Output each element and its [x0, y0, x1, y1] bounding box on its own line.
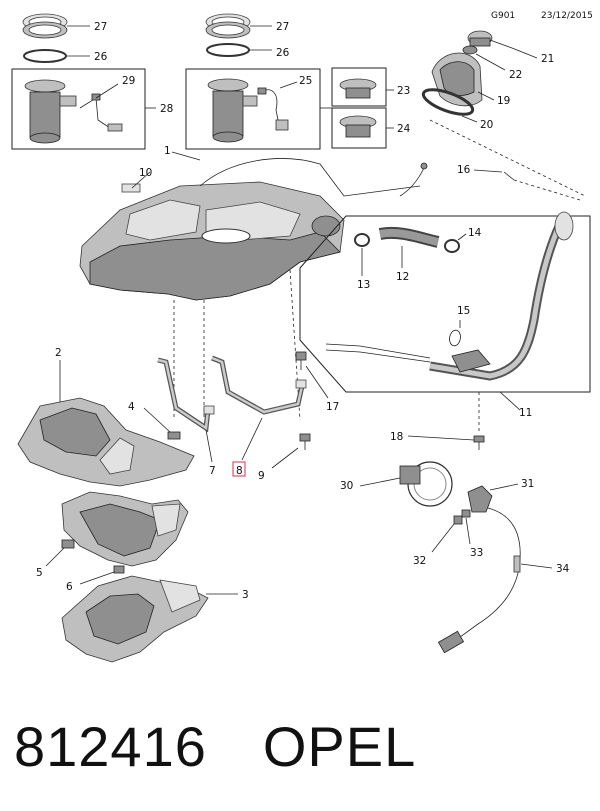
hose-clamp-13[interactable]	[354, 233, 370, 247]
callout-30: 30	[340, 480, 353, 492]
tank-strap-7[interactable]	[157, 357, 215, 433]
callout-32: 32	[413, 555, 426, 567]
vent-pipe[interactable]	[399, 162, 428, 197]
callout-16: 16	[457, 164, 471, 176]
callout-24: 24	[397, 123, 411, 135]
callout-4: 4	[128, 401, 135, 413]
filler-cap[interactable]	[467, 30, 513, 49]
part-number: 812416	[14, 714, 207, 778]
callout-11: 11	[519, 407, 532, 419]
callout-28: 28	[160, 103, 173, 115]
callout-31: 31	[521, 478, 534, 490]
nut-6[interactable]	[113, 565, 125, 574]
brand-name: OPEL	[262, 714, 417, 778]
filler-housing[interactable]	[431, 52, 483, 107]
callout-19: 19	[497, 95, 510, 107]
callout-29: 29	[122, 75, 135, 87]
fuel-pump-module-left[interactable]	[24, 79, 77, 144]
callout-15: 15	[457, 305, 470, 317]
diagram-code: G901	[491, 11, 515, 21]
callout-22: 22	[509, 69, 522, 81]
callout-7: 7	[209, 465, 216, 477]
fuel-level-sender-middle[interactable]	[257, 87, 289, 131]
callout-8-highlight	[232, 461, 246, 477]
nut-5[interactable]	[61, 539, 75, 549]
callout-27-middle: 27	[276, 21, 289, 33]
callout-34: 34	[556, 563, 570, 575]
heat-shield-middle[interactable]	[61, 491, 189, 567]
screw-32[interactable]	[453, 515, 463, 525]
fuel-pump-module-middle[interactable]	[207, 78, 258, 143]
footer: 812416 OPEL	[14, 706, 416, 786]
callout-25: 25	[299, 75, 312, 87]
cap-gasket[interactable]	[462, 45, 478, 55]
lock-ring-middle[interactable]	[205, 13, 251, 39]
bolt-17[interactable]	[295, 351, 307, 370]
screw-16[interactable]	[503, 171, 515, 181]
callout-2: 2	[55, 347, 62, 359]
callout-18: 18	[390, 431, 403, 443]
filler-hose-12[interactable]	[378, 227, 440, 248]
nut-4[interactable]	[167, 431, 181, 440]
heat-shield-2[interactable]	[17, 397, 195, 487]
heat-shield-3[interactable]	[61, 575, 209, 663]
callout-1: 1	[164, 145, 171, 157]
callout-27-left: 27	[94, 21, 107, 33]
diagram-date: 23/12/2015	[541, 11, 593, 21]
callout-20: 20	[480, 119, 493, 131]
callout-26-left: 26	[94, 51, 108, 63]
pump-box-23	[331, 67, 387, 107]
callout-13: 13	[357, 279, 370, 291]
filler-pipe-box	[299, 215, 591, 393]
callout-12: 12	[396, 271, 409, 283]
fuel-tank[interactable]	[79, 181, 345, 301]
lock-ring-left[interactable]	[22, 13, 68, 39]
tank-strap-8[interactable]	[211, 355, 307, 415]
callout-6: 6	[66, 581, 73, 593]
pump-assembly-box-middle	[185, 68, 321, 150]
callout-26-middle: 26	[276, 47, 290, 59]
callout-23: 23	[397, 85, 410, 97]
callout-8: 8	[236, 465, 243, 477]
callout-10: 10	[139, 167, 152, 179]
pump-module-23[interactable]	[339, 78, 377, 99]
pump-module-24[interactable]	[339, 115, 377, 138]
bolt-9[interactable]	[299, 433, 311, 450]
clip-33[interactable]	[461, 509, 471, 518]
clip-15[interactable]	[449, 329, 461, 347]
seal-ring-middle[interactable]	[206, 43, 250, 57]
pump-assembly-box-left	[11, 68, 146, 150]
callout-3: 3	[242, 589, 249, 601]
callout-9: 9	[258, 470, 265, 482]
filler-door-housing-30[interactable]	[399, 461, 453, 507]
callout-5: 5	[36, 567, 43, 579]
release-cable-34[interactable]	[437, 507, 521, 654]
hose-clamp-14[interactable]	[444, 239, 460, 253]
bolt-18[interactable]	[473, 435, 485, 450]
callout-14: 14	[468, 227, 482, 239]
door-actuator-31[interactable]	[467, 485, 493, 513]
seal-ring-left[interactable]	[23, 49, 67, 63]
fuel-level-sender-left[interactable]	[79, 93, 123, 132]
callout-17: 17	[326, 401, 339, 413]
callout-21: 21	[541, 53, 554, 65]
filler-seal-ring[interactable]	[420, 85, 475, 120]
callout-33: 33	[470, 547, 483, 559]
filler-neck-pipe[interactable]	[325, 211, 574, 381]
